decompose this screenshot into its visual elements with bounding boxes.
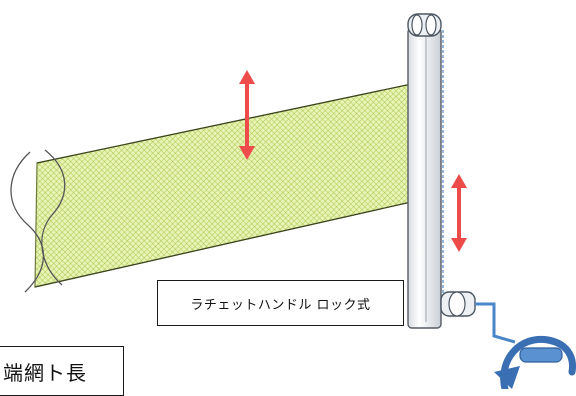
rotation-arrowhead-icon [494, 366, 520, 389]
net-bottom-rope [34, 199, 421, 288]
ratchet-pole [407, 27, 442, 329]
top-pulley [407, 13, 442, 37]
pole-height-arrow-icon [451, 174, 467, 252]
net-panel [34, 81, 422, 288]
net-top-rope [36, 81, 422, 164]
net-cut-edge [10, 151, 45, 293]
net-height-arrow-icon [239, 70, 255, 160]
ratchet-lock-caption: ラチェットハンドル ロック式 [157, 280, 404, 326]
ratchet-handle [440, 291, 563, 363]
rotation-arrow-icon [500, 335, 576, 389]
net-cut-edge [41, 149, 66, 286]
corner-label: 端網ト長 [0, 346, 124, 396]
